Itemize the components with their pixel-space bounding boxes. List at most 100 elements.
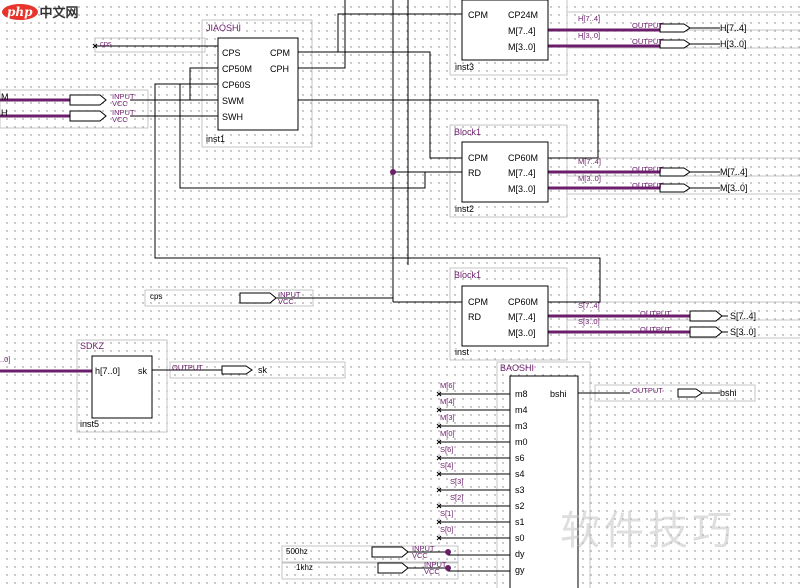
- port-cps-vcc: VCC: [278, 297, 294, 306]
- output-port-h30[interactable]: [659, 39, 691, 49]
- tap-label: S[4]: [440, 461, 453, 470]
- site-logo: php 中文网: [2, 2, 79, 21]
- net-h30: H[3..0]: [578, 31, 600, 40]
- inst3-pin-m74: M[7..4]: [508, 26, 536, 36]
- block1-b-inst: inst: [455, 347, 470, 357]
- jiaoshi-pin-cp60s: CP60S: [222, 80, 251, 90]
- input-port-h[interactable]: [69, 110, 107, 122]
- tap-label: M[4]: [440, 397, 455, 406]
- sdkz-title: SDKZ: [80, 341, 105, 351]
- net-s30: S[3..0]: [578, 317, 600, 326]
- baoshi-pin-m8: m8: [515, 389, 528, 399]
- output-port-bshi[interactable]: [677, 388, 703, 398]
- port-frame-m-h: [0, 89, 149, 129]
- net-h74: H[7..4]: [578, 14, 600, 23]
- block1-a-inst: inst2: [455, 204, 474, 214]
- block1-b-pin-m74: M[7..4]: [508, 312, 536, 322]
- input-port-m[interactable]: [69, 94, 107, 106]
- net-s74: S[7..4]: [578, 301, 600, 310]
- net-m74: M[7..4]: [578, 157, 601, 166]
- output-port-s30[interactable]: [689, 326, 723, 338]
- junction-dot: [390, 169, 396, 175]
- out-s30-name: S[3..0]: [730, 327, 756, 337]
- junction-dot: [445, 565, 451, 571]
- inst3-block[interactable]: [461, 0, 549, 61]
- inst3-pin-cp24m: CP24M: [508, 10, 538, 20]
- baoshi-block[interactable]: [509, 375, 579, 588]
- baoshi-pin-s3: s3: [515, 485, 525, 495]
- out-m74-name: M[7..4]: [720, 167, 748, 177]
- sdkz-pin-sk: sk: [138, 366, 148, 376]
- out-s74-name: S[7..4]: [730, 311, 756, 321]
- block1-b-pin-cpm: CPM: [468, 297, 488, 307]
- baoshi-pin-s6: s6: [515, 453, 525, 463]
- sdkz-inst: inst5: [80, 419, 99, 429]
- block1-a-pin-m30: M[3..0]: [508, 184, 536, 194]
- output-port-m74[interactable]: [659, 167, 691, 177]
- port-m-type: INPUT: [112, 92, 135, 101]
- port-1khz-vcc: VCC: [424, 567, 440, 576]
- block1-a-pin-m74: M[7..4]: [508, 168, 536, 178]
- jiaoshi-pin-cps: CPS: [222, 48, 241, 58]
- port-cps-name: cps: [150, 292, 162, 301]
- logo-text: 中文网: [39, 6, 79, 21]
- out-h74-type: OUTPUT: [632, 21, 663, 30]
- baoshi-pin-bshi: bshi: [550, 389, 567, 399]
- tap-label: S[3]: [450, 477, 463, 486]
- output-port-m30[interactable]: [659, 183, 691, 193]
- block1-a-block[interactable]: [461, 141, 549, 203]
- tap-label: M[0]: [440, 429, 455, 438]
- baoshi-pin-s4: s4: [515, 469, 525, 479]
- tap-label: S[1]: [440, 509, 453, 518]
- input-port-500hz[interactable]: [371, 546, 409, 558]
- junction-dot: [445, 549, 451, 555]
- block1-b-block[interactable]: [461, 285, 549, 347]
- out-bshi-type: OUTPUT: [632, 386, 663, 395]
- inst3-pin-m30: M[3..0]: [508, 42, 536, 52]
- out-m74-type: OUTPUT: [632, 165, 663, 174]
- port-500hz-vcc: VCC: [412, 551, 428, 560]
- input-port-cps[interactable]: [239, 292, 277, 304]
- out-h74-name: H[7..4]: [720, 23, 747, 33]
- corner-watermark: 软件技巧: [560, 508, 736, 554]
- out-h30-name: H[3..0]: [720, 39, 747, 49]
- block1-a-pin-cp60m: CP60M: [508, 153, 538, 163]
- out-h30-type: OUTPUT: [632, 37, 663, 46]
- output-port-h74[interactable]: [659, 23, 691, 33]
- port-cps-type: INPUT: [278, 290, 301, 299]
- block1-a-pin-rd: RD: [468, 168, 481, 178]
- baoshi-title: BAOSHI: [500, 363, 534, 373]
- port-1khz-name: 1khz: [296, 563, 313, 572]
- port-frame-cps-top: [94, 37, 206, 53]
- inst3-inst: inst3: [455, 62, 474, 72]
- jiaoshi-inst: inst1: [206, 134, 225, 144]
- jiaoshi-title: JIAOSHI: [206, 23, 241, 33]
- block1-b-title: Block1: [454, 270, 481, 280]
- output-port-s74[interactable]: [689, 310, 723, 322]
- tap-label: M[6]: [440, 381, 455, 390]
- tap-label: S[6]: [440, 445, 453, 454]
- port-500hz-type: INPUT: [412, 544, 435, 553]
- sdkz-block[interactable]: [91, 355, 153, 419]
- jiaoshi-pin-cpm: CPM: [270, 48, 290, 58]
- block1-b-pin-cp60m: CP60M: [508, 297, 538, 307]
- baoshi-pin-m4: m4: [515, 405, 528, 415]
- input-port-1khz[interactable]: [377, 562, 409, 574]
- tap-label: M[3]: [440, 413, 455, 422]
- out-s74-type: OUTPUT: [640, 309, 671, 318]
- block1-a-pin-cpm: CPM: [468, 153, 488, 163]
- baoshi-pin-m0: m0: [515, 437, 528, 447]
- port-frame-s30: [566, 319, 800, 339]
- port-500hz-name: 500hz: [286, 547, 308, 556]
- baoshi-pin-dy: dy: [515, 549, 525, 559]
- out-bshi-name: bshi: [720, 388, 737, 398]
- jiaoshi-block[interactable]: [217, 37, 299, 131]
- baoshi-pin-s1: s1: [515, 517, 525, 527]
- port-m-name: M: [1, 92, 9, 102]
- logo-mark: php: [2, 3, 38, 20]
- output-port-sk[interactable]: [221, 365, 253, 375]
- out-m30-type: OUTPUT: [632, 181, 663, 190]
- cps-top-label: cps: [100, 39, 112, 48]
- block1-b-pin-rd: RD: [468, 312, 481, 322]
